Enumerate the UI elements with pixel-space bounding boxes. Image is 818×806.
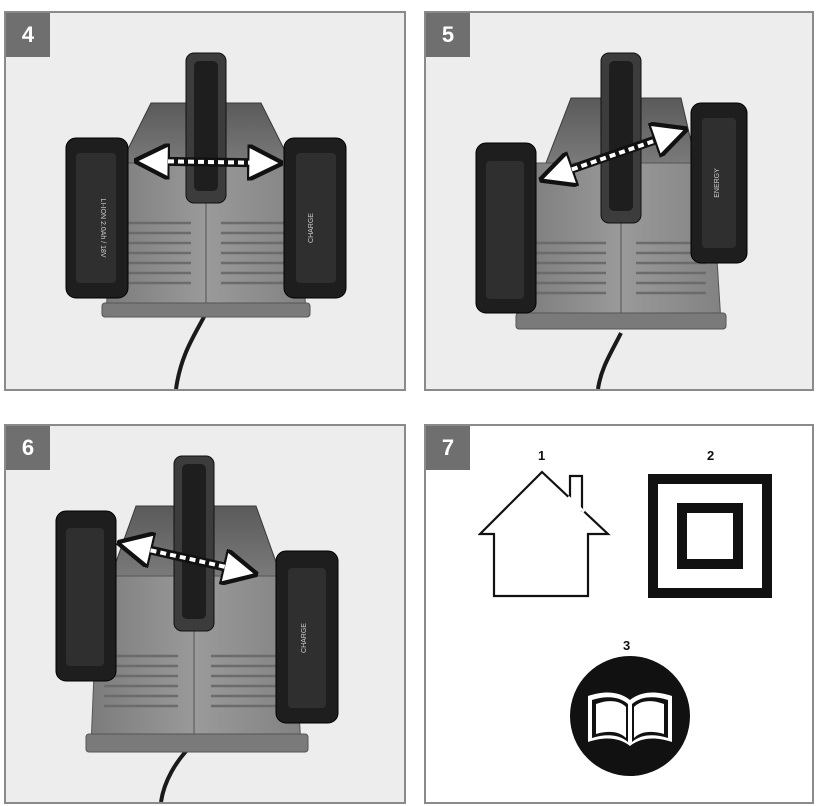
symbol-number-3: 3 <box>623 638 631 653</box>
battery-label-left: LI-ION 2.0Ah / 18V <box>99 198 106 257</box>
battery-label-right: CHARGE <box>301 623 308 653</box>
symbol-number-2: 2 <box>707 448 715 463</box>
house-icon <box>478 470 611 598</box>
photo-panel-4: 4 LI-ION 2.0Ah / 18V CHARGE <box>4 11 406 391</box>
symbol-number-1: 1 <box>538 448 546 463</box>
charger-photo-5: ENERGY <box>475 52 748 389</box>
step-number-badge: 5 <box>426 13 470 57</box>
charger-photo-4: LI-ION 2.0Ah / 18V CHARGE <box>65 52 347 389</box>
step-number-badge: 6 <box>6 426 50 470</box>
step-number-badge: 4 <box>6 13 50 57</box>
read-manual-icon <box>570 656 690 776</box>
battery-label-right: ENERGY <box>714 168 721 198</box>
double-insulation-icon <box>648 474 772 598</box>
battery-label-right: CHARGE <box>308 213 315 243</box>
charger-photo-6: CHARGE <box>55 455 339 802</box>
step-number-badge: 7 <box>426 426 470 470</box>
symbols-panel-7: 7 1 2 3 <box>424 424 814 804</box>
photo-panel-6: 6 CHARGE <box>4 424 406 804</box>
photo-panel-5: 5 ENERGY <box>424 11 814 391</box>
